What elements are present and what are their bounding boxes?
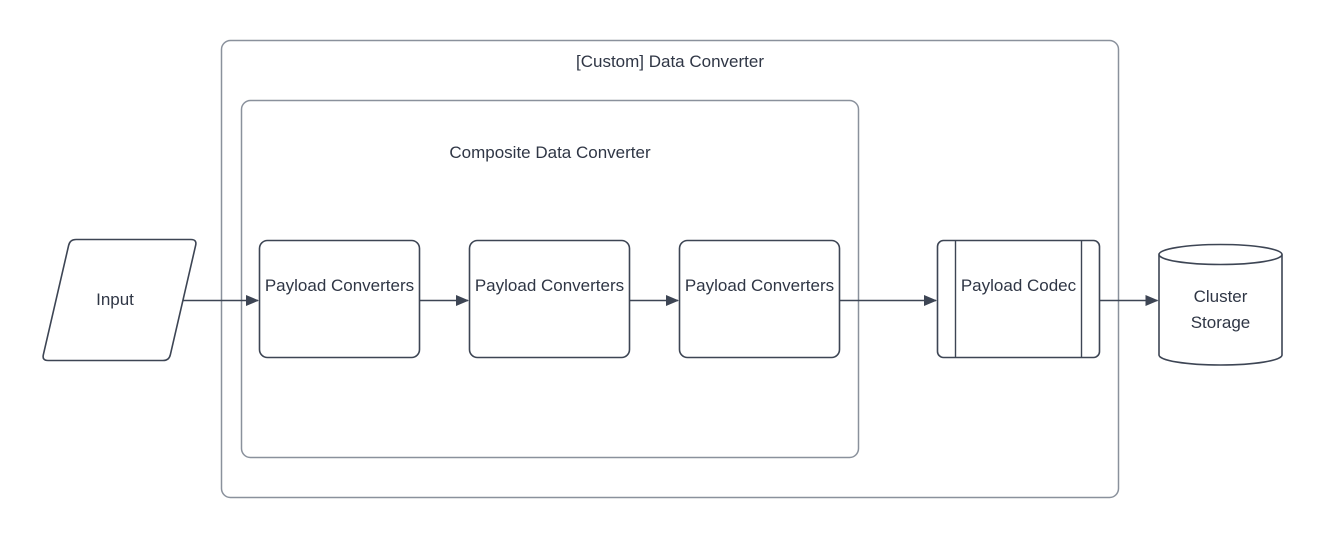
payload-converter-2-shape <box>468 239 631 359</box>
composite-data-converter-title: Composite Data Converter <box>449 143 651 162</box>
payload-converter-3-shape <box>678 239 841 359</box>
input-node-shape <box>42 238 197 362</box>
payload-converter-3-label: Payload Converters <box>684 276 835 295</box>
input-node-label: Input <box>96 290 134 309</box>
custom-data-converter-title: [Custom] Data Converter <box>575 52 764 71</box>
custom-data-converter-container <box>220 39 1120 499</box>
payload-converter-1-shape <box>258 239 421 359</box>
composite-data-converter-container <box>240 99 860 459</box>
cluster-storage-label: Cluster Storage <box>1190 287 1251 332</box>
payload-codec-shape <box>936 239 1101 359</box>
cluster-storage-top <box>1158 243 1283 266</box>
payload-converter-2-label: Payload Converters <box>474 276 625 295</box>
cluster-storage-body <box>1158 254 1283 366</box>
payload-converter-1-label: Payload Converters <box>264 276 415 295</box>
payload-codec-label: Payload Codec <box>960 276 1077 295</box>
